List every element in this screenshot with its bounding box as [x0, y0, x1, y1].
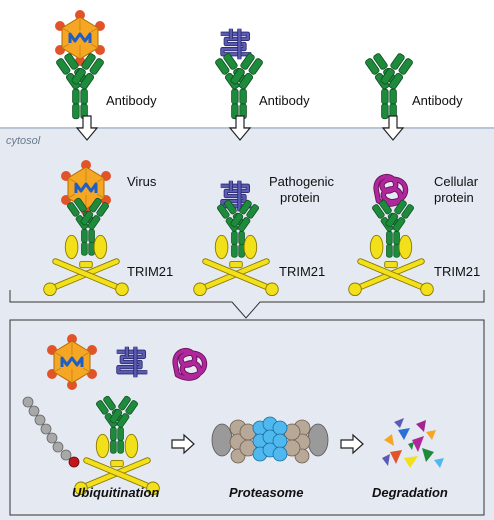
step-ubiquitination: Ubiquitination — [72, 485, 160, 500]
degraded-fragments-icon — [382, 418, 444, 468]
top-antibody-icon-2 — [214, 52, 264, 120]
trim21-label-2: TRIM21 — [279, 264, 326, 279]
pathogenic-label-line1: Pathogenic — [269, 174, 335, 189]
cytosol-label: cytosol — [6, 135, 41, 147]
trim21-label-3: TRIM21 — [434, 264, 481, 279]
pathogenic-label-line2: protein — [280, 190, 320, 205]
top-virus-icon — [53, 8, 107, 68]
antibody-label-1: Antibody — [106, 93, 157, 108]
antibody-label-3: Antibody — [412, 93, 463, 108]
cellular-label-line1: Cellular — [434, 174, 479, 189]
top-antibody-icon-3 — [364, 52, 414, 120]
cellular-label-line2: protein — [434, 190, 474, 205]
antibody-label-2: Antibody — [259, 93, 310, 108]
step-proteasome: Proteasome — [229, 485, 304, 500]
ubiquitin-chain — [22, 396, 80, 468]
merge-bracket — [9, 290, 485, 319]
virus-label: Virus — [127, 174, 157, 189]
proteasome-icon — [211, 416, 329, 464]
step-degradation: Degradation — [372, 485, 448, 500]
trim21-label-1: TRIM21 — [127, 264, 174, 279]
